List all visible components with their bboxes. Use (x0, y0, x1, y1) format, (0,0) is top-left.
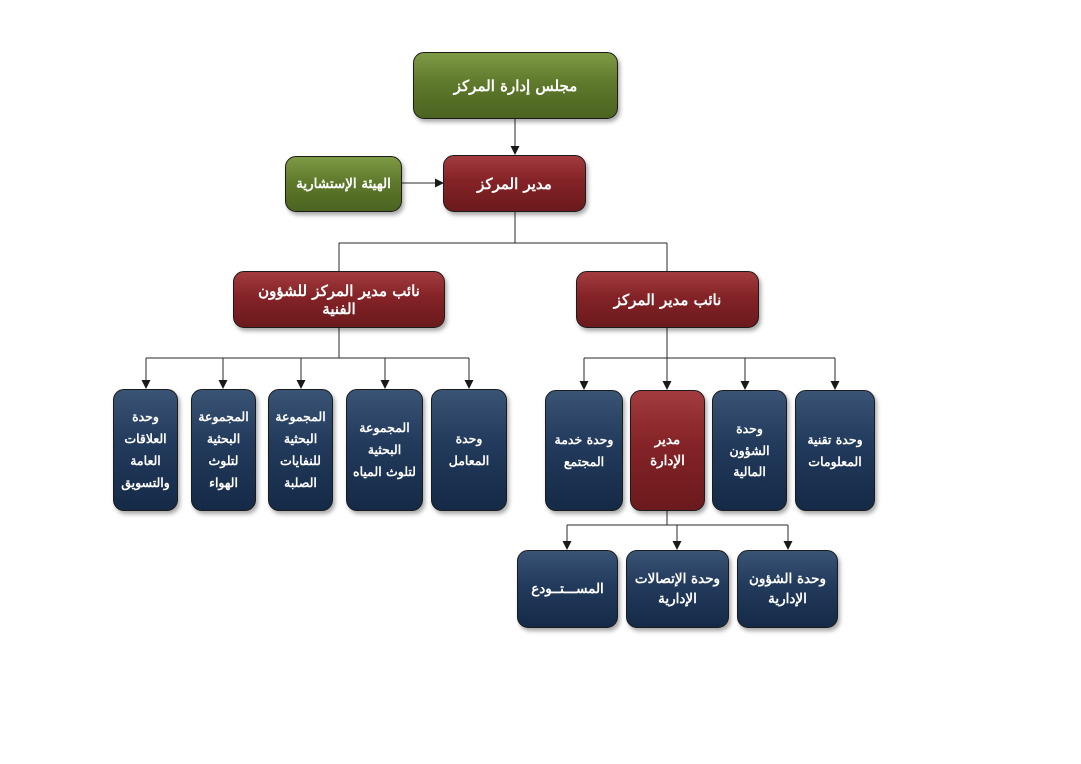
deputy-box: نائب مدير المركز (576, 271, 759, 328)
advisory-label: الهيئة الإستشارية (296, 175, 391, 192)
director-box: مدير المركز (443, 155, 586, 212)
admin-director-label: مدير الإدارة (650, 432, 685, 469)
advisory-box: الهيئة الإستشارية (285, 156, 402, 212)
labs-unit-label: وحدة المعامل (448, 431, 490, 468)
solid-waste-group-box: المجموعة البحثية للنفايات الصلبة (268, 389, 333, 511)
water-pollution-group-box: المجموعة البحثية لتلوث المياه (346, 389, 423, 511)
labs-unit-box: وحدة المعامل (431, 389, 507, 511)
air-pollution-group-label: المجموعة البحثية لتلوث الهواء (198, 409, 249, 490)
deputy-technical-label: نائب مدير المركز للشؤون الفنية (258, 281, 420, 318)
it-unit-label: وحدة تقنية المعلومات (807, 431, 863, 469)
director-label: مدير المركز (477, 174, 552, 193)
deputy-technical-box: نائب مدير المركز للشؤون الفنية (233, 271, 445, 328)
deputy-label: نائب مدير المركز (613, 290, 722, 309)
water-pollution-group-label: المجموعة البحثية لتلوث المياه (353, 420, 416, 479)
public-relations-box: وحدة العلاقات العامة والتسويق (113, 389, 178, 511)
it-unit-box: وحدة تقنية المعلومات (795, 390, 875, 511)
admin-director-box: مدير الإدارة (630, 390, 705, 511)
air-pollution-group-box: المجموعة البحثية لتلوث الهواء (191, 389, 256, 511)
public-relations-label: وحدة العلاقات العامة والتسويق (121, 409, 170, 490)
admin-affairs-unit-label: وحدة الشؤون الإدارية (748, 570, 827, 607)
admin-comm-unit-box: وحدة الإتصالات الإدارية (626, 550, 729, 628)
warehouse-label: المســـتــودع (531, 580, 604, 597)
finance-unit-box: وحدة الشؤون المالية (712, 390, 787, 511)
solid-waste-group-label: المجموعة البحثية للنفايات الصلبة (275, 409, 326, 490)
board-box: مجلس إدارة المركز (413, 52, 618, 119)
admin-comm-unit-label: وحدة الإتصالات الإدارية (634, 570, 721, 607)
admin-affairs-unit-box: وحدة الشؤون الإدارية (737, 550, 838, 628)
community-service-label: وحدة خدمة المجتمع (554, 431, 614, 469)
finance-unit-label: وحدة الشؤون المالية (729, 420, 770, 480)
warehouse-box: المســـتــودع (517, 550, 618, 628)
board-label: مجلس إدارة المركز (453, 76, 578, 95)
community-service-box: وحدة خدمة المجتمع (545, 390, 623, 511)
